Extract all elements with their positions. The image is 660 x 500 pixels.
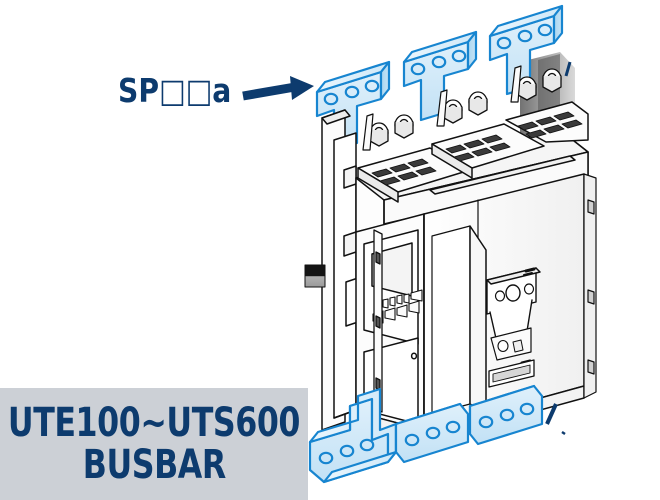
callout-label: SP□□a bbox=[118, 74, 237, 107]
leader-dot-bottom bbox=[561, 430, 566, 436]
caption-line-category: BUSBAR bbox=[82, 442, 226, 488]
pole-separators bbox=[362, 65, 522, 151]
leader-tick-bottom bbox=[545, 403, 558, 425]
caption-line-model-range: UTE100~UTS600 bbox=[7, 400, 301, 446]
arc-chute-vents bbox=[371, 111, 583, 186]
right-guide-rails bbox=[583, 173, 597, 399]
busbar-bottom-3 bbox=[468, 384, 544, 446]
on-off-mechanism bbox=[486, 267, 541, 388]
left-mounting-bracket bbox=[321, 109, 359, 431]
busbar-bottom-2 bbox=[394, 402, 470, 464]
terminal-bolts bbox=[369, 68, 562, 147]
bottom-busbar-group bbox=[308, 384, 544, 484]
top-busbar-group bbox=[315, 4, 564, 152]
left-side-tab bbox=[304, 264, 326, 288]
busbar-top-2 bbox=[402, 30, 478, 122]
leader-tick-top bbox=[564, 61, 572, 77]
callout-label-text: SP□□a bbox=[118, 71, 232, 110]
side-rail-detail bbox=[373, 229, 383, 413]
breaker-body bbox=[304, 65, 597, 443]
caption-panel: UTE100~UTS600 BUSBAR bbox=[0, 388, 308, 500]
right-arrow-icon bbox=[242, 76, 314, 101]
busbar-top-1 bbox=[315, 60, 391, 152]
